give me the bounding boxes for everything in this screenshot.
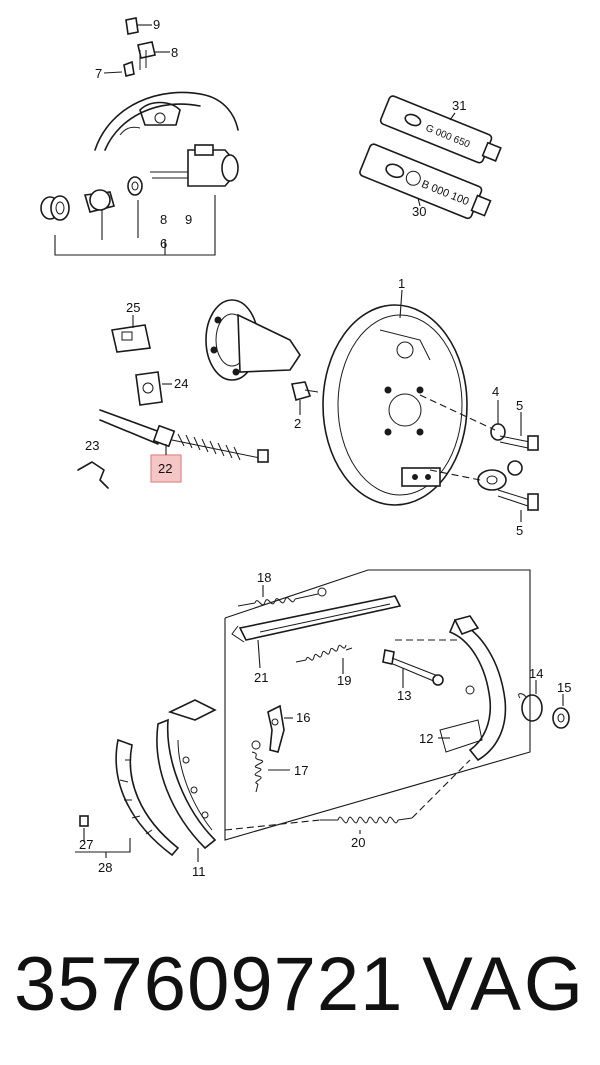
- callout-4: 4: [492, 384, 499, 399]
- callout-16: 16: [296, 710, 310, 725]
- callout-12: 12: [419, 731, 433, 746]
- brake-drum-partial: [94, 91, 239, 151]
- brake-shoe-11: [156, 699, 217, 850]
- callout-14: 14: [529, 666, 543, 681]
- callout-9a: 9: [153, 17, 160, 32]
- washer-4: [490, 423, 506, 441]
- callout-18: 18: [257, 570, 271, 585]
- spring-18: [237, 587, 327, 607]
- bolt-5a: [499, 435, 539, 451]
- bolt-5b: [497, 489, 539, 511]
- footer: 357609721 VAG: [0, 935, 600, 1035]
- callout-1: 1: [398, 276, 405, 291]
- callout-21: 21: [254, 670, 268, 685]
- lever-16: [267, 704, 285, 753]
- callout-15: 15: [557, 680, 571, 695]
- callout-8b: 8: [160, 212, 167, 227]
- callout-20: 20: [351, 835, 365, 850]
- brake-cable-22: [99, 409, 269, 463]
- callout-25: 25: [126, 300, 140, 315]
- clip-25: [111, 324, 151, 353]
- callout-5b: 5: [516, 523, 523, 538]
- spring-19: [295, 644, 353, 663]
- spring-14: [518, 693, 543, 722]
- callout-28: 28: [98, 860, 112, 875]
- callout-22: 22: [158, 461, 172, 476]
- callout-30: 30: [412, 204, 426, 219]
- brand-name: VAG: [422, 942, 586, 1027]
- exploded-parts-diagram: 9 8 7 8 9 6 G 000 650 B 000 100 31 30 25…: [40, 17, 571, 879]
- bleeder-screw-parts: [123, 17, 156, 77]
- callout-24: 24: [174, 376, 188, 391]
- spring-17: [251, 740, 263, 793]
- callout-11: 11: [192, 864, 206, 879]
- callout-23: 23: [85, 438, 99, 453]
- washer-plate: [477, 460, 523, 491]
- wheel-cylinder: [150, 144, 239, 187]
- nut-2: [291, 381, 319, 401]
- callout-8a: 8: [171, 45, 178, 60]
- grease-tube-30: B 000 100: [359, 143, 492, 220]
- callout-17: 17: [294, 763, 308, 778]
- rivet-27: [79, 815, 89, 827]
- brake-shoe-12: [439, 615, 507, 762]
- callout-13: 13: [397, 688, 411, 703]
- push-rod-21: [231, 595, 402, 643]
- highlighted-callout-box: [150, 454, 182, 483]
- callout-19: 19: [337, 673, 351, 688]
- brake-lining-28: [115, 738, 180, 857]
- callout-27: 27: [79, 837, 93, 852]
- cylinder-seal-rings: [40, 176, 143, 221]
- callout-7: 7: [95, 66, 102, 81]
- spring-clip-23: [77, 461, 109, 489]
- spring-20: [320, 816, 413, 824]
- bracket-24: [135, 371, 163, 406]
- callout-31: 31: [452, 98, 466, 113]
- callout-5a: 5: [516, 398, 523, 413]
- cap-15: [552, 707, 570, 729]
- backing-plate: [322, 304, 468, 506]
- part-number: 357609721: [14, 942, 404, 1027]
- callout-6: 6: [160, 236, 167, 251]
- wheel-hub: [205, 299, 301, 381]
- pin-13: [382, 649, 444, 686]
- assembly-outline: [224, 569, 531, 841]
- callout-2: 2: [294, 416, 301, 431]
- callout-9b: 9: [185, 212, 192, 227]
